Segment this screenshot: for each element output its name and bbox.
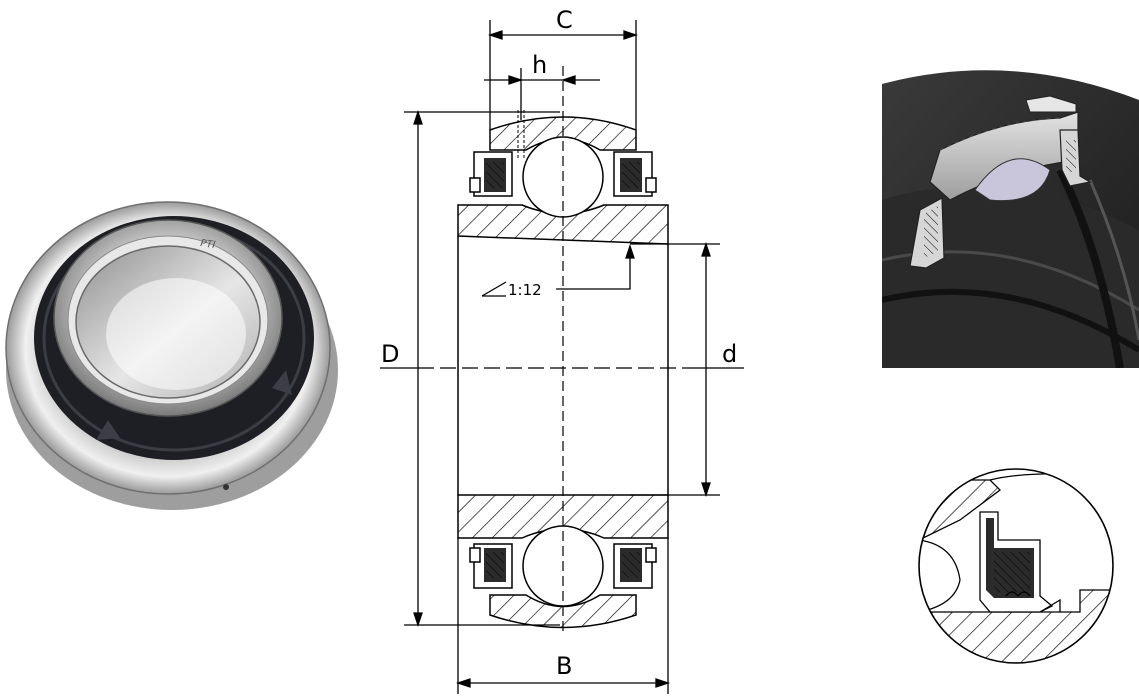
seal-bottom-right (613, 543, 657, 589)
label-d: d (722, 340, 737, 368)
seal-detail-view (918, 468, 1114, 664)
label-D: D (381, 340, 399, 368)
label-h: h (532, 51, 547, 79)
dimension-d (630, 241, 744, 498)
taper-callout (481, 243, 635, 297)
label-C: C (556, 6, 573, 34)
brand-mark: PTI (200, 238, 217, 251)
section-drawing (418, 66, 690, 632)
bearing-photo: PTI (5, 201, 338, 510)
dimension-h (484, 68, 600, 120)
dimension-D (380, 109, 560, 628)
label-B: B (556, 652, 572, 680)
sectioned-render (882, 70, 1139, 368)
seal-bottom-left (469, 543, 513, 589)
dimension-B (455, 538, 671, 694)
label-taper: 1:12 (508, 281, 542, 299)
seal-top-left (469, 151, 513, 197)
seal-top-right (613, 151, 657, 197)
